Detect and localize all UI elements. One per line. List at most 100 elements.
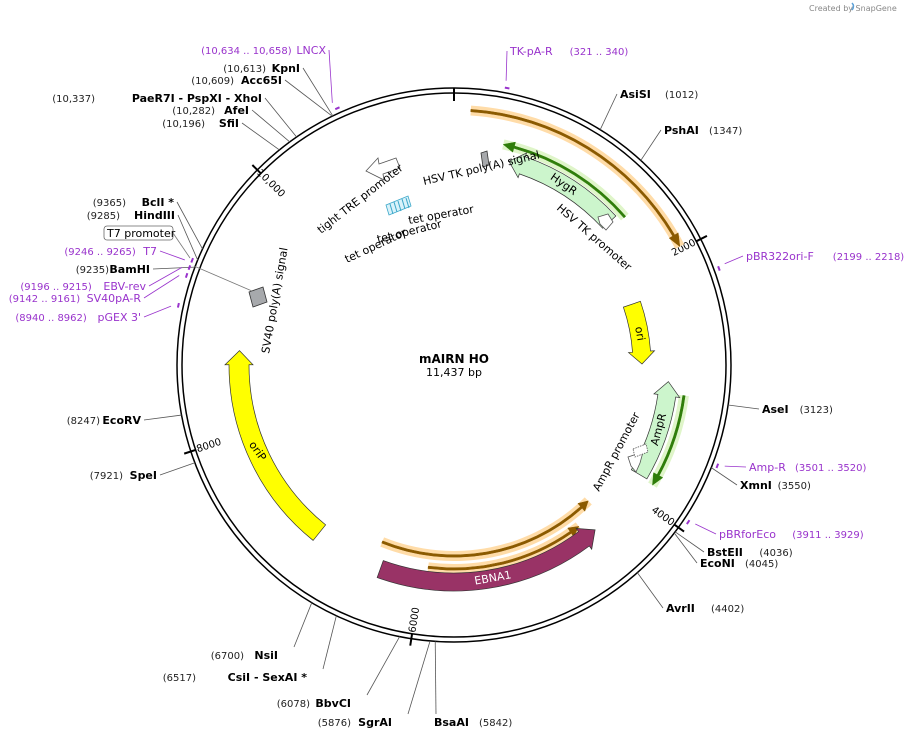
primer-range: (9196 .. 9215) (20, 282, 92, 293)
site-name: SpeI (130, 469, 157, 482)
primer-pgex-3[interactable]: pGEX 3'(8940 .. 8962) (15, 302, 180, 324)
site-bsteii[interactable]: BstEII (4036) (674, 531, 793, 559)
plasmid-size: 11,437 bp (426, 366, 482, 379)
primer-range: (9246 .. 9265) (64, 247, 136, 258)
site-position: (4036) (759, 548, 792, 559)
primer-tk-pa-r[interactable]: TK-pA-R(321 .. 340) (504, 45, 629, 90)
site-afei[interactable]: AfeI(10,282) (172, 104, 291, 143)
site-name: BamHI (109, 263, 150, 276)
site-position: (8247) (67, 416, 100, 427)
orf-arrow[interactable] (502, 141, 627, 219)
site-nsii[interactable]: NsiI(6700) (211, 602, 313, 662)
sv40-polya-marker[interactable] (193, 265, 268, 308)
site-kpni[interactable]: KpnI(10,613) (223, 62, 334, 117)
site-bamhi[interactable]: BamHI(9235) (76, 263, 195, 276)
primer-ebv-rev[interactable]: EBV-rev (9196 .. 9215) (20, 265, 192, 293)
tick-label: 4000 (649, 505, 676, 529)
feature-hygr[interactable] (508, 152, 617, 229)
site-name: CsiI - SexAI * (228, 671, 308, 684)
tick-label: 8000 (195, 437, 223, 455)
site-asei[interactable]: AseI (3123) (728, 403, 833, 416)
ampr-promoter-arrow[interactable] (627, 443, 649, 473)
orf-arrow[interactable] (427, 526, 580, 571)
t7-promoter-callout[interactable]: T7 promoter (103, 225, 191, 259)
site-avrii[interactable]: AvrII(4402) (637, 572, 744, 615)
site-name: PshAI (664, 124, 699, 137)
site-leader (159, 462, 195, 476)
orf-arrow[interactable] (652, 395, 686, 486)
primer-leader (159, 250, 185, 261)
primer-range: (2199 .. 2218) (833, 252, 905, 263)
tight-tre-promoter-label: tight TRE promoter (315, 161, 406, 236)
primer-pbr322ori-f[interactable]: pBR322ori-F(2199 .. 2218) (717, 250, 905, 271)
feature-ampr[interactable] (630, 381, 681, 480)
site-position: (10,196) (162, 119, 205, 130)
site-name: BclI * (142, 196, 175, 209)
t7-promoter-label: T7 promoter (106, 227, 176, 240)
primer-name: EBV-rev (103, 280, 146, 293)
hsv-tk-promoter-arrow[interactable] (597, 213, 614, 231)
feature-ebna1[interactable] (376, 527, 596, 592)
primer-mark (334, 106, 340, 111)
site-hindiii[interactable]: HindIII(9285) (87, 209, 199, 261)
primer-name: LNCX (296, 44, 326, 57)
site-asisi[interactable]: AsiSI(1012) (599, 88, 698, 130)
tick-label: 6000 (407, 607, 422, 634)
site-acc65i[interactable]: Acc65I(10,609) (191, 74, 333, 117)
site-leader (599, 93, 618, 130)
site-leader (322, 615, 337, 670)
site-bsaai[interactable]: BsaAI(5842) (434, 641, 512, 729)
site-spei[interactable]: SpeI(7921) (90, 462, 195, 482)
primer-mark (190, 257, 194, 263)
primer-amp-r[interactable]: Amp-R(3501 .. 3520) (715, 461, 867, 474)
site-position: (3123) (800, 405, 833, 416)
site-leader (251, 109, 291, 143)
orf-arrow[interactable] (381, 500, 589, 558)
site-leader (264, 97, 297, 138)
site-bcli[interactable]: BclI *(9365) (93, 196, 203, 250)
site-name: AseI (762, 403, 789, 416)
site-csii-sexai[interactable]: CsiI - SexAI * (6517) (163, 615, 337, 684)
tick-mark (695, 234, 708, 243)
site-position: (10,282) (172, 106, 215, 117)
site-name: EcoRV (102, 414, 141, 427)
site-name: SfiI (219, 117, 239, 130)
site-position: (6517) (163, 673, 196, 684)
primer-leader (695, 523, 717, 535)
orf-halo (501, 135, 629, 221)
site-sgrai[interactable]: SgrAI(5876) (318, 640, 431, 729)
tet-operator-box[interactable] (385, 195, 412, 216)
site-xmni[interactable]: XmnI(3550) (711, 467, 811, 492)
site-sfii[interactable]: SfiI (10,196) (162, 117, 280, 151)
site-leader (293, 602, 313, 648)
site-leader (366, 636, 400, 696)
primer-t7[interactable]: T7 (9246 .. 9265) (64, 245, 194, 263)
site-ecorv[interactable]: EcoRV(8247) (67, 414, 182, 427)
feature-orip[interactable] (224, 350, 327, 541)
site-position: (10,613) (223, 64, 266, 75)
primer-sv40pa-r[interactable]: SV40pA-R(9142 .. 9161) (9, 272, 189, 305)
primer-pbrforeco[interactable]: pBRforEco(3911 .. 3929) (686, 519, 864, 541)
primer-name: SV40pA-R (87, 292, 142, 305)
feature-ori[interactable] (622, 300, 656, 365)
hsv-tk-polya-marker[interactable] (480, 150, 490, 168)
site-name: BstEII (707, 546, 743, 559)
site-bbvci[interactable]: BbvCI(6078) (277, 636, 400, 710)
primer-name: pGEX 3' (97, 311, 141, 324)
site-position: (1347) (709, 126, 742, 137)
site-position: (5876) (318, 718, 351, 729)
site-paer7i-pspxi-xhoi[interactable]: PaeR7I - PspXI - XhoI(10,337) (52, 92, 297, 138)
tight-tre-promoter-arrow[interactable] (365, 157, 401, 181)
site-leader (143, 414, 182, 421)
primer-leader (505, 50, 508, 81)
primer-name: T7 (142, 245, 157, 258)
site-pshai[interactable]: PshAI (1347) (640, 124, 743, 161)
primer-lncx[interactable]: LNCX(10,634 .. 10,658) (201, 44, 340, 111)
feature-label-ori: ori (632, 325, 647, 341)
primer-name: TK-pA-R (509, 45, 553, 58)
orf-arrow[interactable] (470, 109, 681, 248)
site-position: (9285) (87, 211, 120, 222)
site-econi[interactable]: EcoNI(4045) (673, 532, 778, 570)
